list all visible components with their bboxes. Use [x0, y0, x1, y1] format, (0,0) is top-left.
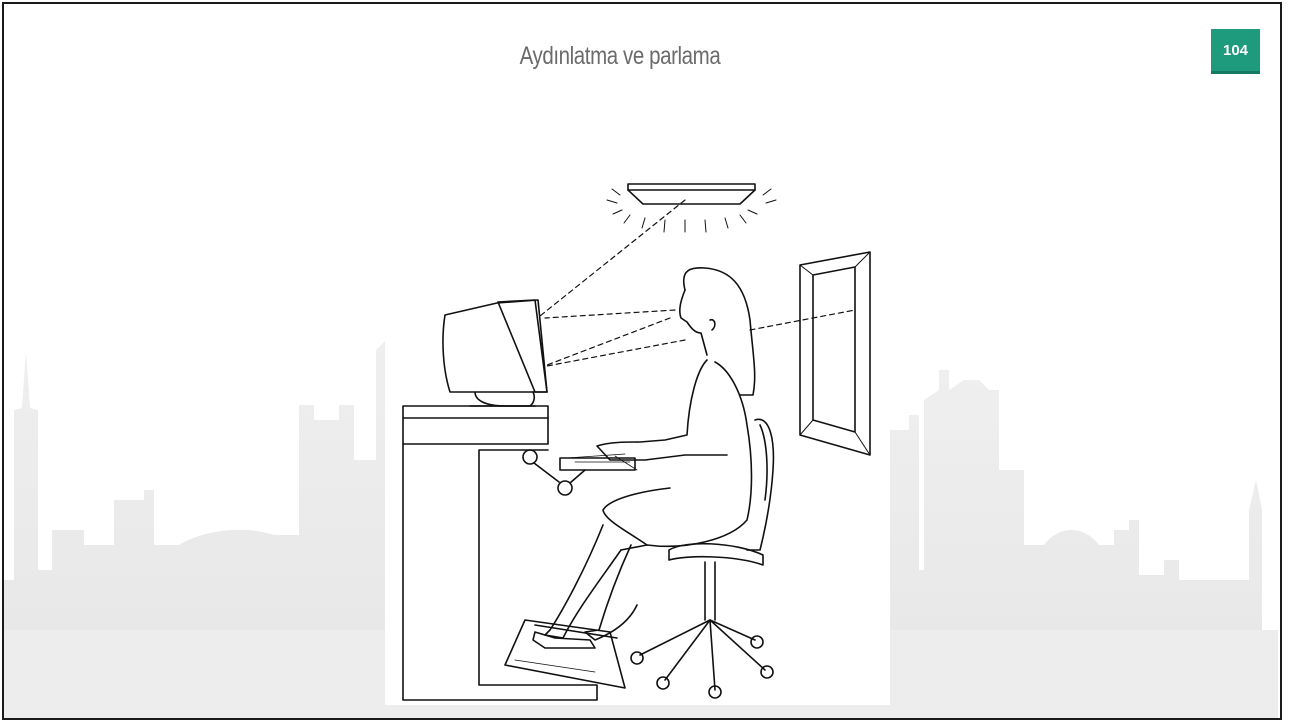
- workstation-illustration: [385, 170, 890, 705]
- page-number-badge: 104: [1211, 29, 1260, 74]
- slide-title: Aydınlatma ve parlama: [456, 42, 784, 71]
